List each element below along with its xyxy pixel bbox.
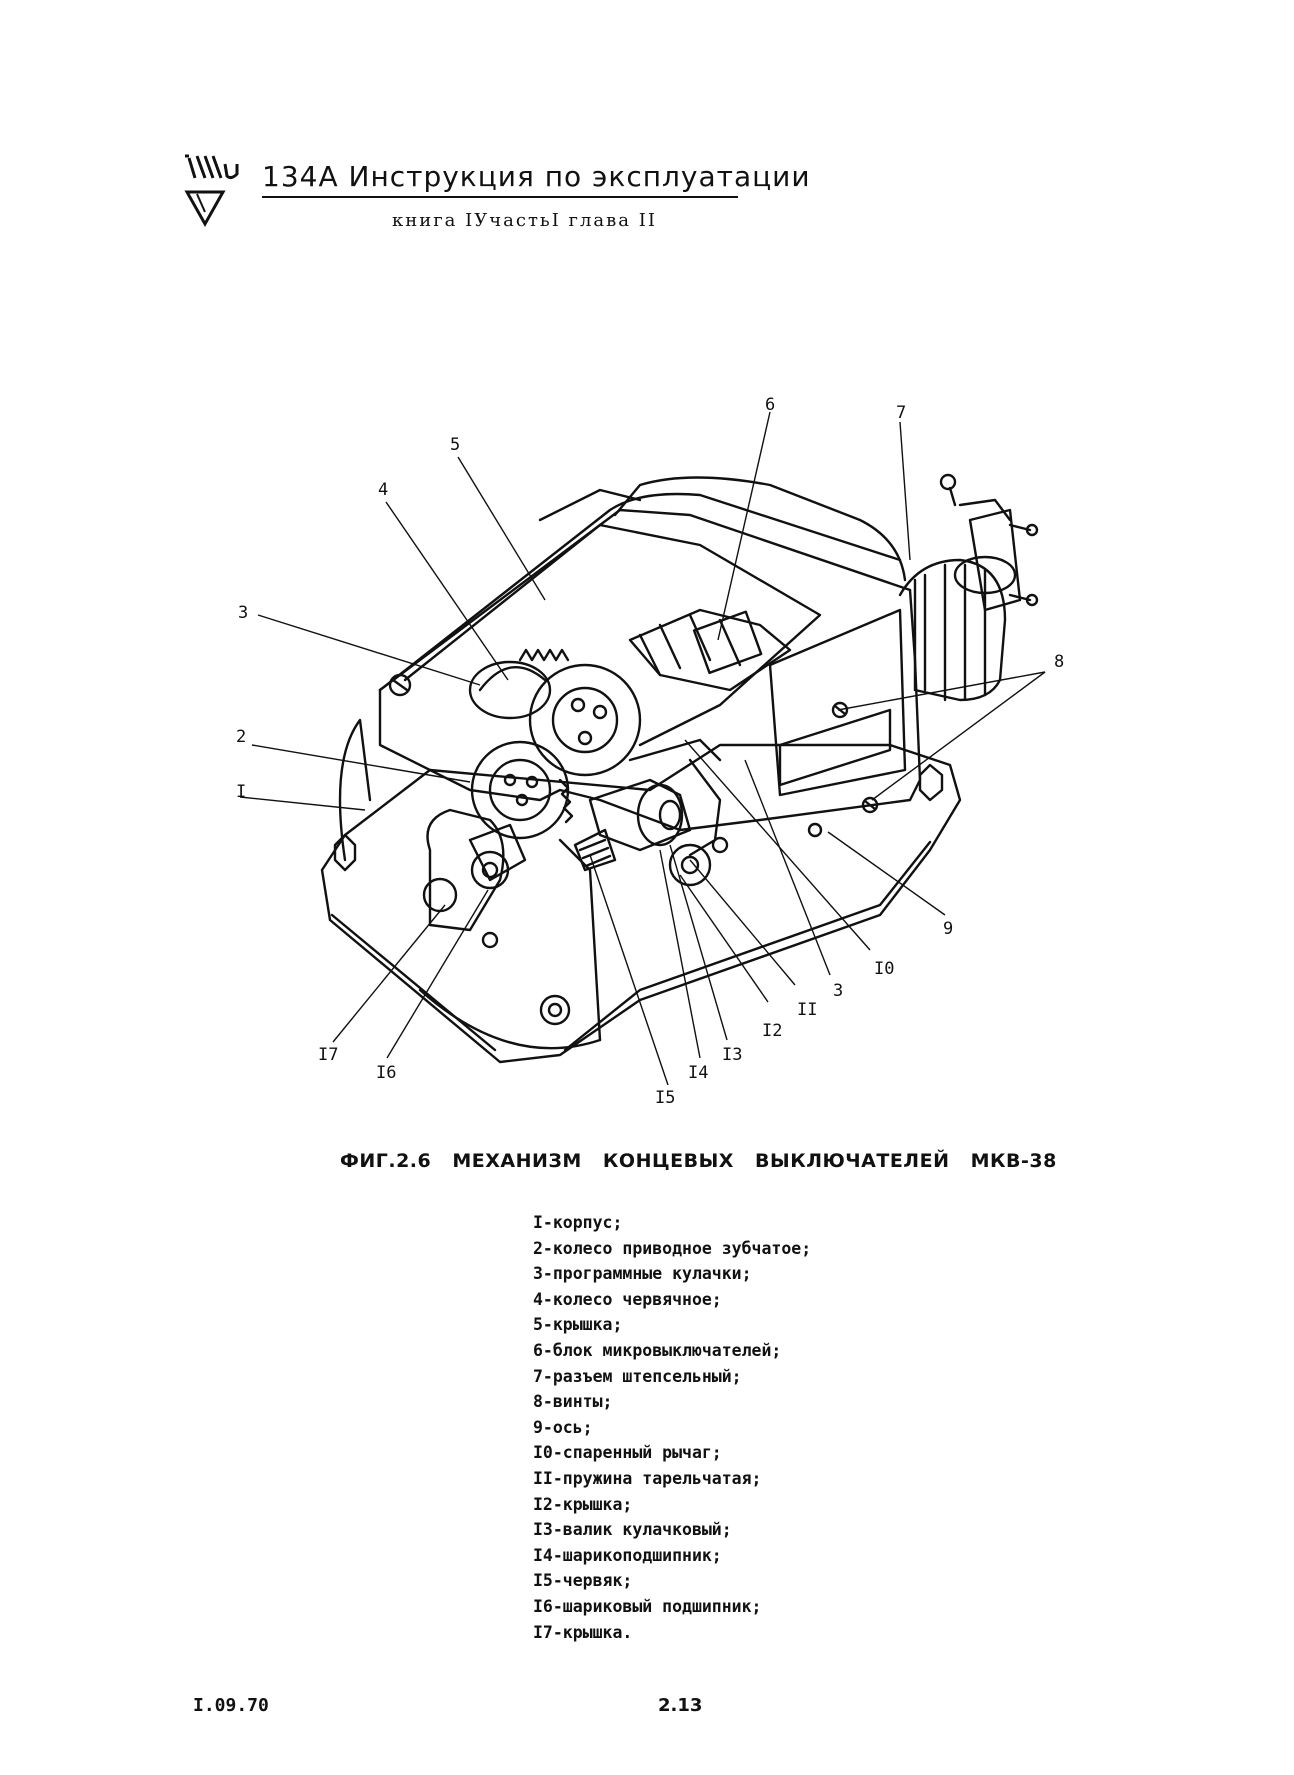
drive-gear	[470, 740, 570, 840]
legend-item: 6-блок микровыключателей;	[533, 1340, 782, 1360]
microswitch-block	[628, 608, 792, 692]
legend-item: II-пружина тарельчатая;	[533, 1468, 762, 1488]
end-cover	[426, 808, 505, 932]
top-cover	[378, 492, 902, 692]
legend-item: I2-крышка;	[533, 1494, 633, 1514]
cam-shaft	[588, 778, 692, 852]
legend-item: 9-ось;	[533, 1417, 593, 1437]
callout-3-top: 3	[238, 603, 248, 623]
legend-item: 7-разъем штепсельный;	[533, 1366, 742, 1386]
callout-1: I	[236, 782, 246, 802]
bearing-cover	[668, 843, 712, 887]
callout-13: I3	[722, 1045, 742, 1065]
callout-10: I0	[874, 959, 894, 979]
callout-15: I5	[655, 1088, 675, 1108]
legend-item: 3-программные кулачки;	[533, 1264, 752, 1284]
worm	[573, 828, 617, 872]
callout-7: 7	[896, 403, 906, 423]
figure-caption: ФИГ.2.6 МЕХАНИЗМ КОНЦЕВЫХ ВЫКЛЮЧАТЕЛЕЙ М…	[340, 1150, 1057, 1172]
page-number: 2.13	[658, 1695, 703, 1716]
base-plate	[320, 743, 962, 1064]
callout-6: 6	[765, 395, 775, 415]
connector-flange	[968, 508, 1022, 612]
legend-item: I-корпус;	[533, 1213, 623, 1232]
revision-date: I.09.70	[193, 1695, 269, 1716]
callout-9: 9	[943, 919, 953, 939]
legend-item: 2-колесо приводное зубчатое;	[533, 1238, 812, 1258]
document-subtitle: книга IУчастьI глава II	[392, 210, 657, 231]
legend-item: 8-винты;	[533, 1392, 613, 1412]
callout-17: I7	[318, 1045, 338, 1065]
legend-item: I4-шарикоподшипник;	[533, 1545, 722, 1565]
legend-item: I0-спаренный рычаг;	[533, 1443, 722, 1463]
legend-item: I6-шариковый подшипник;	[533, 1596, 762, 1616]
document-logo	[184, 154, 239, 228]
nameplate	[778, 708, 892, 787]
legend-item: I7-крышка.	[533, 1622, 633, 1642]
mechanism-illustration: 6 7 5 4 3 8 2 I 9 I0 3 II I2 I3 I7 I4 I6…	[236, 395, 1064, 1108]
document-title: 134А Инструкция по эксплуатации	[262, 160, 811, 193]
worm-wheel	[528, 663, 642, 777]
legend-item: I5-червяк;	[533, 1571, 633, 1591]
callout-2: 2	[236, 727, 246, 747]
program-cams	[468, 660, 552, 720]
callout-16: I6	[376, 1063, 396, 1083]
legend-item: 5-крышка;	[533, 1315, 623, 1335]
legend-item: I3-валик кулачковый;	[533, 1520, 732, 1540]
callout-14: I4	[688, 1063, 708, 1083]
legend-item: 4-колесо червячное;	[533, 1289, 722, 1309]
housing-body	[378, 588, 922, 832]
ball-bearing	[468, 823, 527, 882]
title-underline	[262, 196, 738, 198]
callout-12: I2	[762, 1021, 782, 1041]
callout-5: 5	[450, 435, 460, 455]
callout-11: II	[797, 1000, 817, 1020]
parts-legend: I-корпус; 2-колесо приводное зубчатое; 3…	[533, 1210, 811, 1645]
callout-3-bottom: 3	[833, 981, 843, 1001]
callout-8: 8	[1054, 652, 1064, 672]
callout-4: 4	[378, 480, 388, 500]
